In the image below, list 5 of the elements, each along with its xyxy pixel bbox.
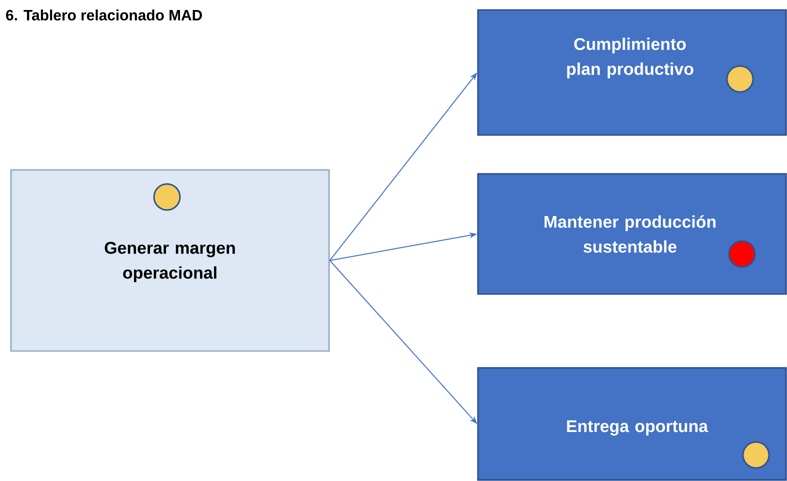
title: 6. Tablero relacionado MAD (6, 10, 202, 20)
goal-box: Generar margen operacional (10, 169, 330, 352)
process-box: Entrega oportuna (477, 367, 787, 481)
process-box: Mantener producción sustentable (477, 173, 787, 295)
process-box: Cumplimiento plan productivo (477, 9, 787, 136)
